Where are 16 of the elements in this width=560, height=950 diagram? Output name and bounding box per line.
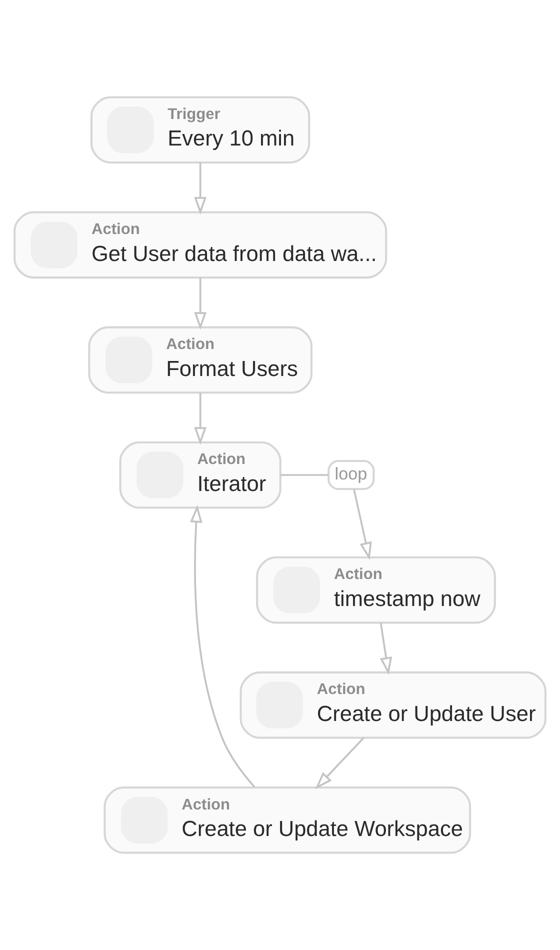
node-box: Trigger Every 10 min [90, 96, 310, 164]
arrow [353, 489, 372, 560]
node-box: Action Get User data from data wa... [14, 211, 388, 279]
node-box: loop [328, 460, 375, 490]
node-box: Action timestamp now [256, 556, 496, 624]
arrow [194, 278, 207, 330]
node-box: Action Create or Update User [240, 671, 546, 739]
node-box: Action Format Users [88, 326, 312, 394]
connector [280, 474, 328, 476]
arrow [380, 622, 392, 675]
arrow [194, 392, 207, 445]
node-box: Action Create or Update Workspace [104, 786, 472, 854]
node-box: Action Iterator [119, 441, 282, 509]
arrow [190, 504, 256, 788]
arrow [315, 737, 364, 790]
arrow [194, 162, 207, 215]
